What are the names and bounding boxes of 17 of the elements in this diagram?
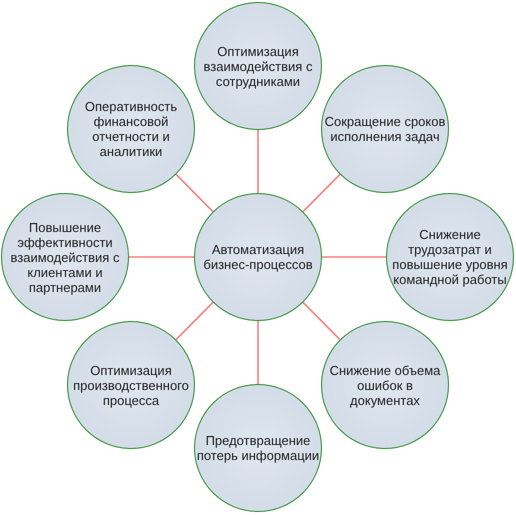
connector-line [302, 302, 340, 340]
connector-line [176, 174, 214, 212]
connector-line [129, 256, 194, 258]
node-text: Предотвращение потерь информации [196, 433, 320, 463]
node-text: Оптимизация взаимодействия с сотрудниками [202, 44, 314, 88]
connector-line [322, 256, 386, 258]
node-text: Сокращение сроков исполнения задач [324, 114, 446, 144]
node-text: Снижение трудозатрат и повышение уровня командной работы [391, 227, 509, 287]
connector-line [302, 174, 340, 212]
node-text: Снижение объема ошибок в документах [329, 362, 441, 408]
node-text: Повышение эффективности взаимодействия с клиентами и партнерами [10, 220, 120, 294]
node-text: Оперативность финансовой отчетности и аналитики [84, 99, 178, 159]
connector-line [176, 302, 214, 340]
connector-line [257, 321, 259, 384]
node-text: Автоматизация бизнес-процессов [202, 242, 314, 272]
node-text: Оптимизация производственного процесса [72, 362, 190, 408]
connector-line [257, 130, 259, 193]
